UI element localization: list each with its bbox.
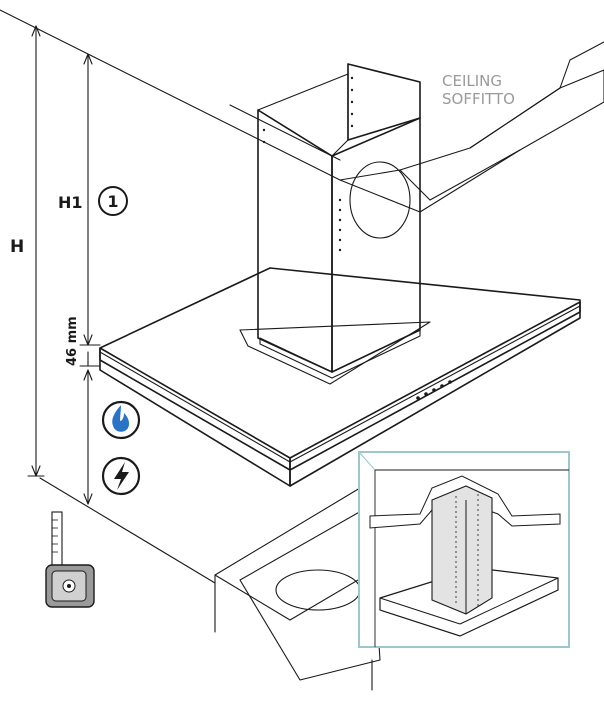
dimension-h-label: H bbox=[10, 237, 24, 257]
tape-measure-icon bbox=[45, 511, 95, 608]
ceiling-lines bbox=[0, 9, 341, 584]
dimension-h1-label: H1 bbox=[58, 193, 83, 212]
dimension-46mm-label: 46 mm bbox=[65, 316, 80, 366]
dimension-lines bbox=[27, 25, 101, 505]
inset-detail bbox=[358, 451, 570, 648]
step-number: 1 bbox=[107, 192, 118, 211]
gas-flame-icon bbox=[101, 400, 141, 440]
chimney-holes bbox=[262, 76, 354, 252]
ceiling-label-it: SOFFITTO bbox=[442, 90, 515, 108]
hood-canopy bbox=[99, 267, 581, 487]
step-number-badge: 1 bbox=[98, 186, 128, 216]
electricity-icon bbox=[101, 456, 141, 496]
ceiling-duct bbox=[339, 41, 604, 213]
ceiling-label-en: CEILING bbox=[442, 72, 502, 90]
chimney bbox=[257, 63, 421, 379]
control-buttons bbox=[416, 380, 452, 400]
